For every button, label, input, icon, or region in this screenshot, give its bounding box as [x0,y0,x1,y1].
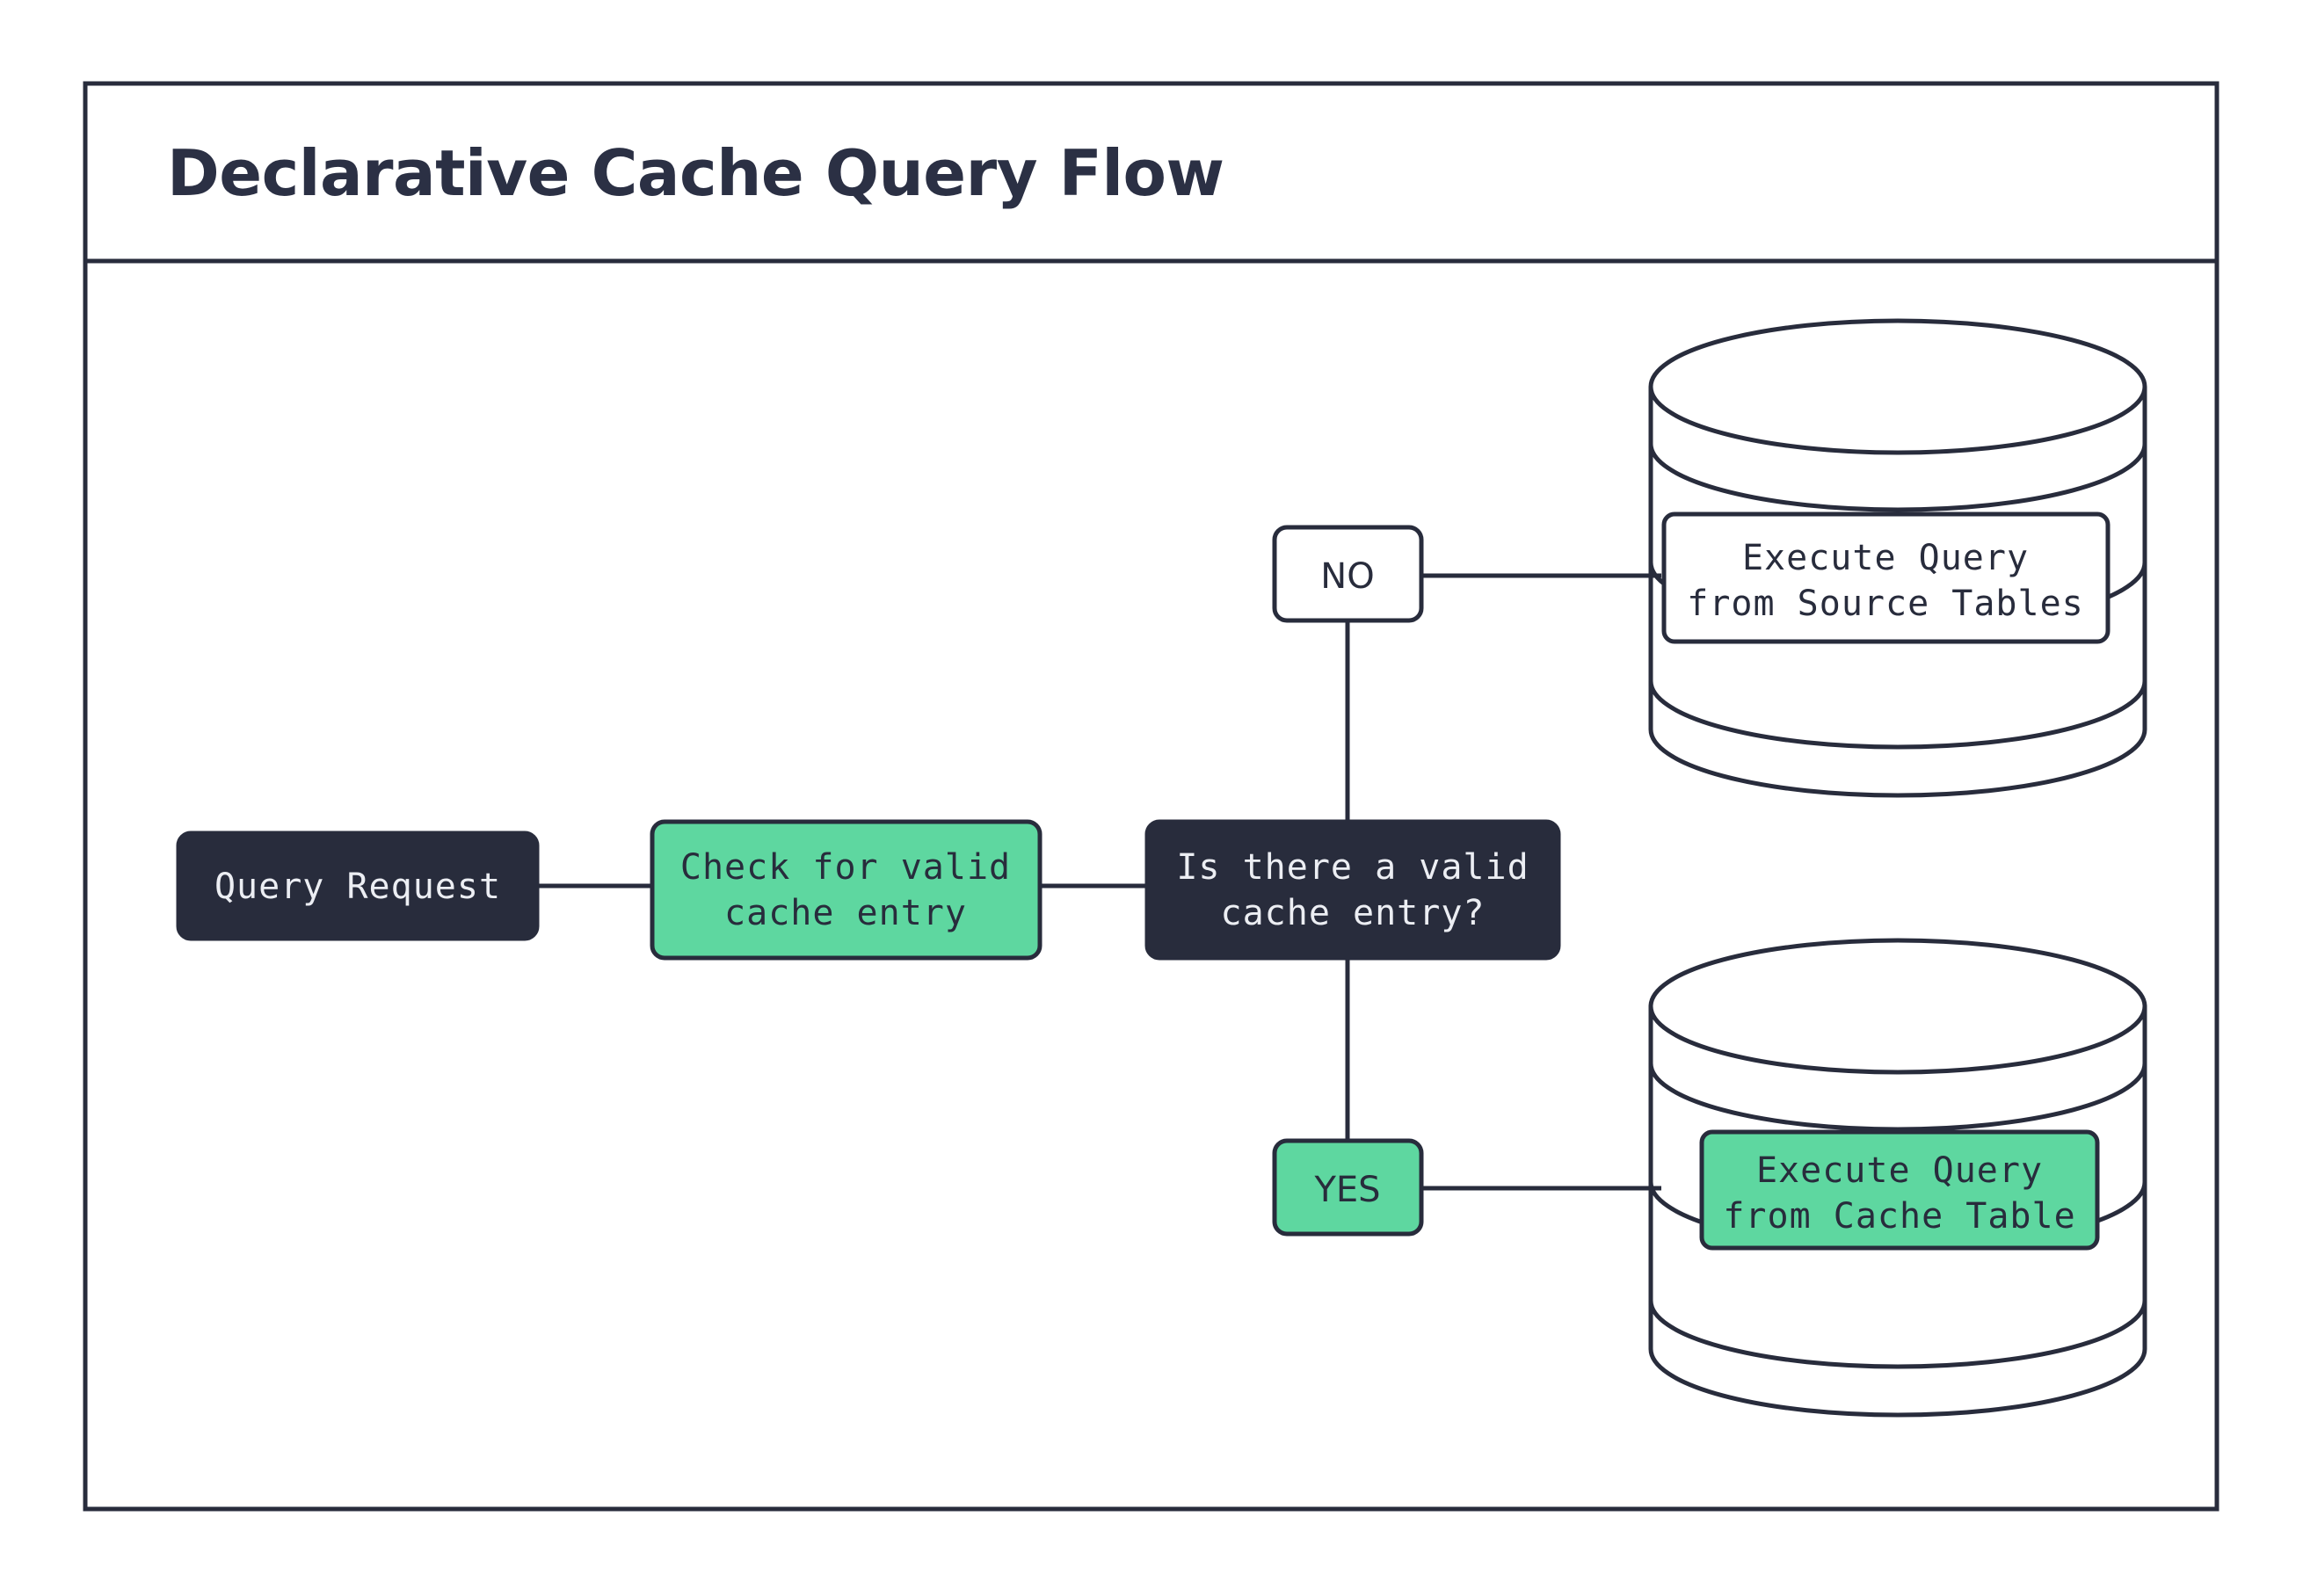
source-db-ridge-1 [1648,443,2147,512]
branch-no-label: NO [1320,556,1374,597]
source-db-label-box [1661,511,2110,644]
query-request-box [176,831,540,941]
check-cache-node[interactable]: Check for valid cache entry [650,819,1043,961]
branch-yes-box [1272,1138,1424,1237]
cache-db-label-line2: from Cache Table [1723,1196,2075,1237]
check-cache-label-line1: Check for valid [680,847,1011,888]
cache-db-label-line1: Execute Query [1756,1150,2043,1191]
decision-box [1144,819,1561,961]
query-request-node[interactable]: Query Request [176,831,540,941]
cache-db-bottom-cap [1648,1348,2147,1418]
branch-yes-node[interactable]: YES [1272,1138,1424,1237]
check-cache-box [650,819,1043,961]
decision-label-line1: Is there a valid [1176,847,1529,888]
source-db-top-ellipse [1648,318,2147,455]
source-db-label-line2: from Source Tables [1687,584,2083,624]
source-db-label-line1: Execute Query [1742,538,2029,578]
cache-db-ridge-3 [1648,1300,2147,1369]
check-cache-label-line2: cache entry [724,893,967,933]
branch-no-node[interactable]: NO [1272,525,1424,623]
cache-db-label-box [1699,1129,2100,1251]
cache-db-top-ellipse [1648,938,2147,1075]
source-db-bottom-cap [1648,729,2147,798]
branch-no-box [1272,525,1424,623]
decision-valid-cache-node[interactable]: Is there a valid cache entry? [1144,819,1561,961]
branch-yes-label: YES [1313,1170,1380,1210]
diagram-frame [83,81,2219,1512]
cache-db-ridge-1 [1648,1063,2147,1132]
source-db-ridge-3 [1648,680,2147,750]
decision-label-line2: cache entry? [1221,893,1486,933]
cache-table-database[interactable]: Execute Query from Cache Table [1648,938,2147,1418]
source-tables-database[interactable]: Execute Query from Source Tables [1648,318,2147,798]
query-request-label: Query Request [214,867,501,907]
page-title: Declarative Cache Query Flow [167,136,1224,210]
